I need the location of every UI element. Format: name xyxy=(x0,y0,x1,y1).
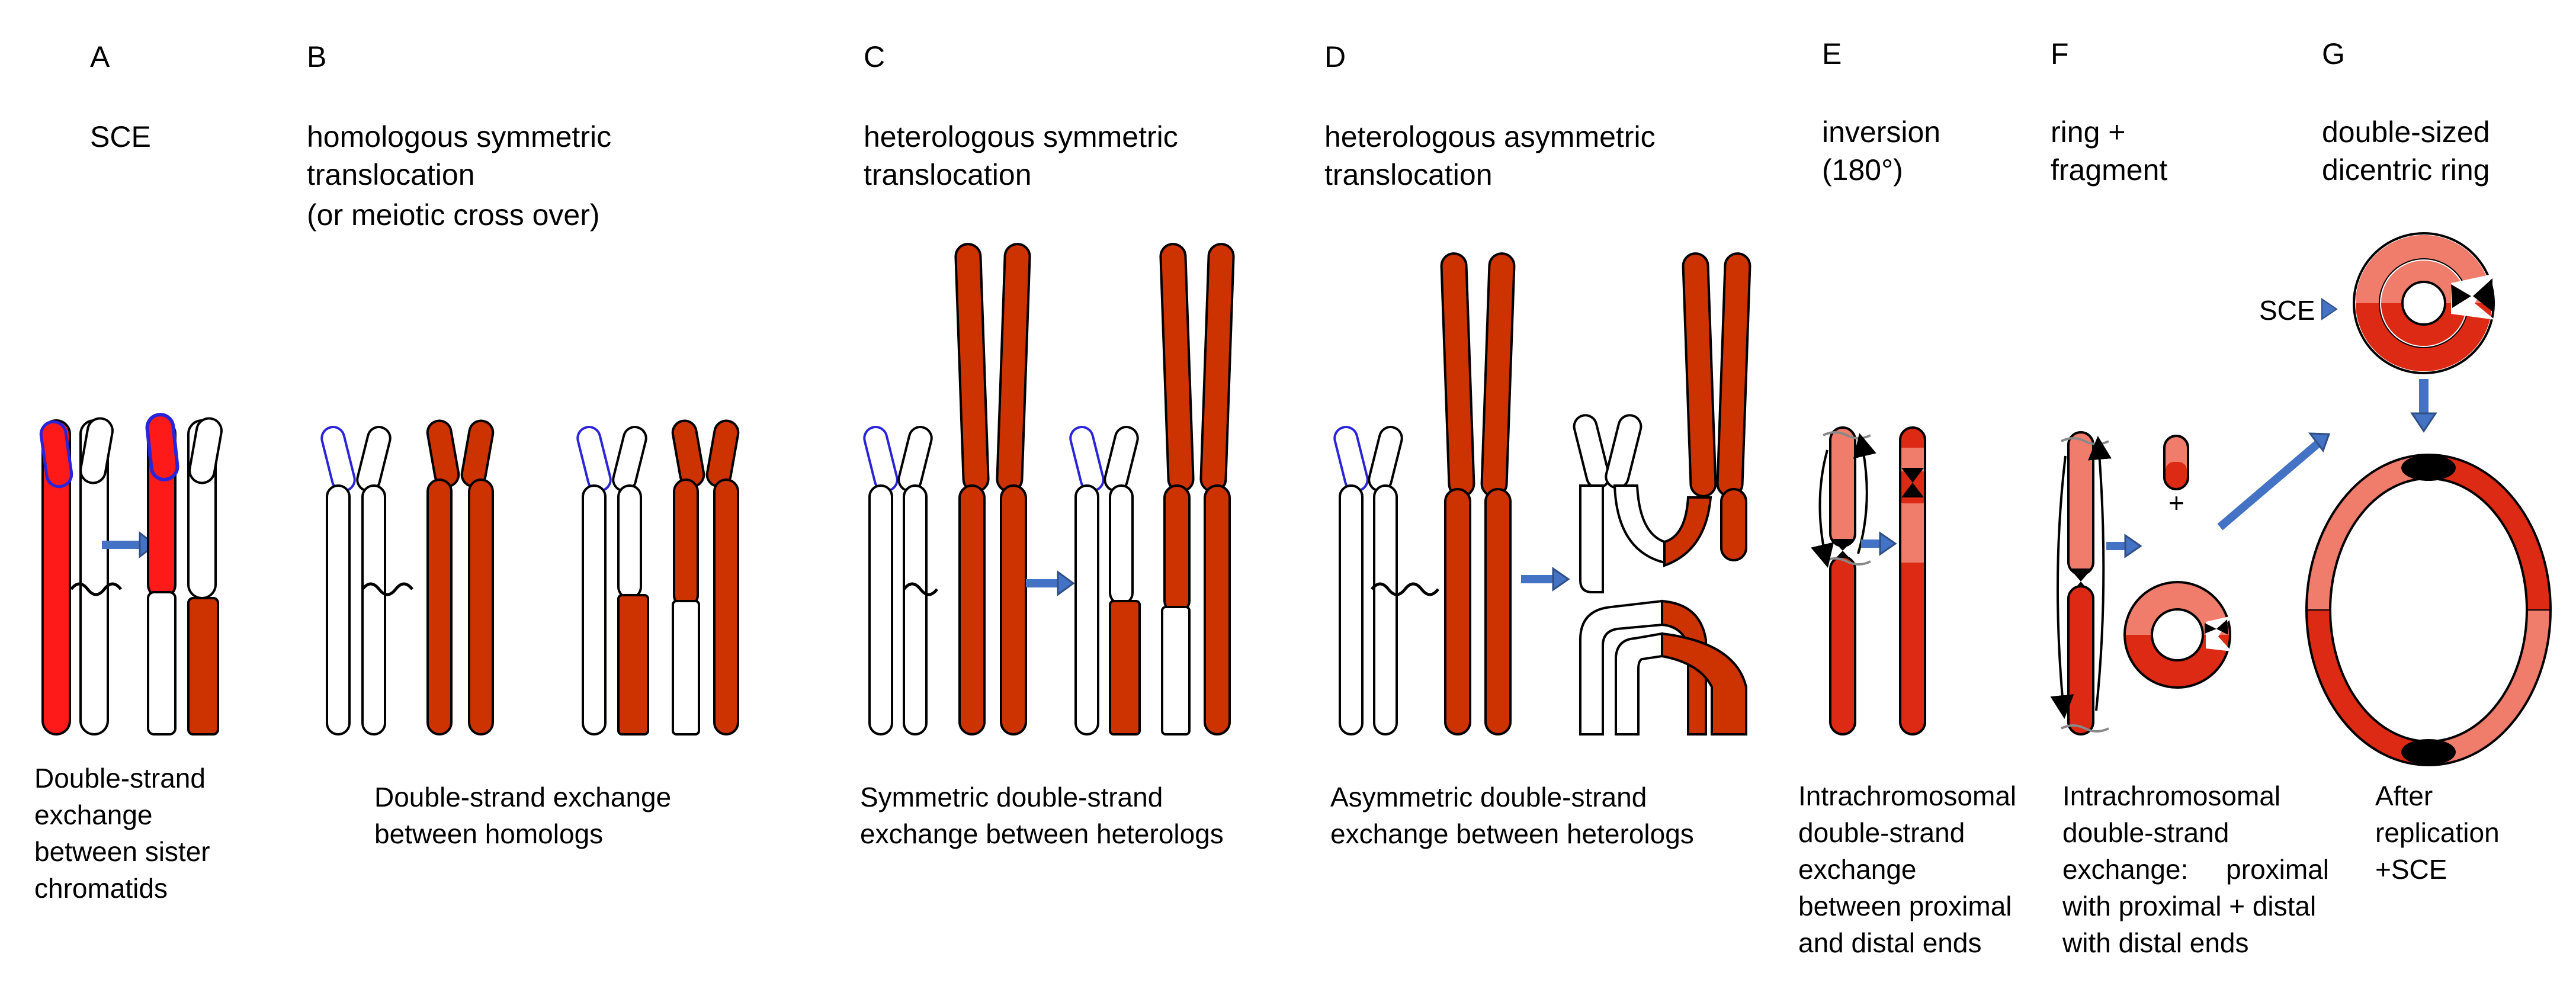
panel-letter-g: G xyxy=(2322,37,2345,70)
panel-letter-b: B xyxy=(307,40,326,73)
panel-a-figure xyxy=(39,413,223,736)
panel-caption-b-line2: between homologs xyxy=(374,818,603,849)
panel-caption-f-line3: exchange: proximal xyxy=(2062,854,2329,885)
panel-caption-c-line1: Symmetric double-strand xyxy=(860,782,1163,812)
panel-letter-d: D xyxy=(1324,40,1346,73)
chromosome-brick-pair-after xyxy=(671,419,740,736)
panel-b-figure xyxy=(320,419,740,736)
panel-caption-g-line2: replication xyxy=(2375,817,2500,848)
panel-caption-e-line5: and distal ends xyxy=(1798,927,1981,958)
panel-title-g-line1: double-sized xyxy=(2322,115,2490,149)
chromosome-after-inversion xyxy=(1899,426,1926,736)
plus-sign: + xyxy=(2168,487,2184,518)
chromosome-white-pair xyxy=(1333,426,1439,736)
panel-letter-a: A xyxy=(90,40,110,73)
panel-caption-c-line2: exchange between heterologs xyxy=(860,818,1224,849)
ring-chromosome xyxy=(2123,581,2232,689)
panel-title-f-line2: fragment xyxy=(2051,153,2167,187)
panel-caption-f-line1: Intrachromosomal xyxy=(2062,781,2280,811)
panel-caption-e-line2: double-strand xyxy=(1798,817,1965,848)
break-point-squiggle xyxy=(70,582,122,596)
panel-caption-f-line5: with distal ends xyxy=(2062,927,2249,958)
panel-title-c-line1: heterologous symmetric xyxy=(864,120,1178,153)
panel-caption-a-line3: between sister xyxy=(34,836,210,867)
sce-pointer-arrow-icon xyxy=(2321,298,2338,320)
chromosome-white-pair xyxy=(863,426,938,736)
panel-caption-b-line1: Double-strand exchange xyxy=(374,782,671,812)
panel-title-d-line2: translocation xyxy=(1324,158,1493,191)
panel-caption-f-line4: with proximal + distal xyxy=(2062,891,2316,921)
chromosome-white-pair-after xyxy=(1069,426,1141,736)
small-ring-chromosome xyxy=(2353,232,2495,374)
dicentric-product xyxy=(1573,252,1751,593)
chromosome-brick-pair xyxy=(426,419,495,736)
panel-title-b-line1: homologous symmetric xyxy=(307,120,611,153)
panel-caption-e-line4: between proximal xyxy=(1798,891,2012,921)
panel-caption-d-line1: Asymmetric double-strand xyxy=(1330,782,1647,812)
panel-title-c-line2: translocation xyxy=(864,158,1032,191)
panel-title-e-line2: (180°) xyxy=(1822,153,1903,187)
diagonal-arrow xyxy=(2217,441,2320,531)
panel-c-figure xyxy=(863,243,1235,736)
chromosome-large-brick xyxy=(954,243,1031,736)
panel-letter-f: F xyxy=(2051,37,2069,70)
panel-caption-f-line2: double-strand xyxy=(2062,817,2229,848)
panel-letter-e: E xyxy=(1822,37,1842,70)
panel-caption-d-line2: exchange between heterologs xyxy=(1330,818,1694,849)
panel-letter-c: C xyxy=(864,40,885,73)
panel-caption-e-line1: Intrachromosomal xyxy=(1798,781,2016,811)
acentric-fragment-product xyxy=(1579,599,1747,736)
acentric-fragment xyxy=(2163,435,2189,490)
panel-caption-a-line1: Double-strand xyxy=(34,763,206,794)
panel-caption-a-line2: exchange xyxy=(34,799,153,830)
chromosome-large-brick xyxy=(1440,252,1516,736)
chromosome-before-ring xyxy=(2050,431,2112,736)
panel-d-figure xyxy=(1333,252,1751,736)
panel-title-f-line1: ring + xyxy=(2051,115,2125,149)
chromosome-pair-after xyxy=(145,413,223,736)
sce-pointer-label: SCE xyxy=(2259,295,2315,326)
panel-title-b-line2: translocation xyxy=(307,158,475,191)
dicentric-ring xyxy=(2305,454,2552,766)
chromosome-pair-before xyxy=(39,417,122,736)
panel-title-d-line1: heterologous asymmetric xyxy=(1324,120,1656,153)
panel-title-g-line2: dicentric ring xyxy=(2322,153,2490,187)
panel-caption-a-line4: chromatids xyxy=(34,873,168,904)
panel-caption-e-line3: exchange xyxy=(1798,854,1917,885)
chromosome-white-pair xyxy=(320,426,413,736)
chromosome-before-inversion xyxy=(1811,426,1876,736)
panel-g-figure: SCE xyxy=(2259,232,2552,766)
panel-caption-g-line3: +SCE xyxy=(2375,854,2447,885)
panel-title-e-line1: inversion xyxy=(1822,115,1940,149)
panel-title-b-line3: (or meiotic cross over) xyxy=(307,198,600,232)
panel-f-figure: + xyxy=(2050,431,2331,736)
panel-title-a: SCE xyxy=(90,120,151,153)
chromosome-large-brick-after xyxy=(1159,243,1235,736)
panel-caption-g-line1: After xyxy=(2375,781,2433,811)
chromosome-white-pair-after xyxy=(576,426,649,736)
panel-e-figure xyxy=(1811,426,1926,736)
